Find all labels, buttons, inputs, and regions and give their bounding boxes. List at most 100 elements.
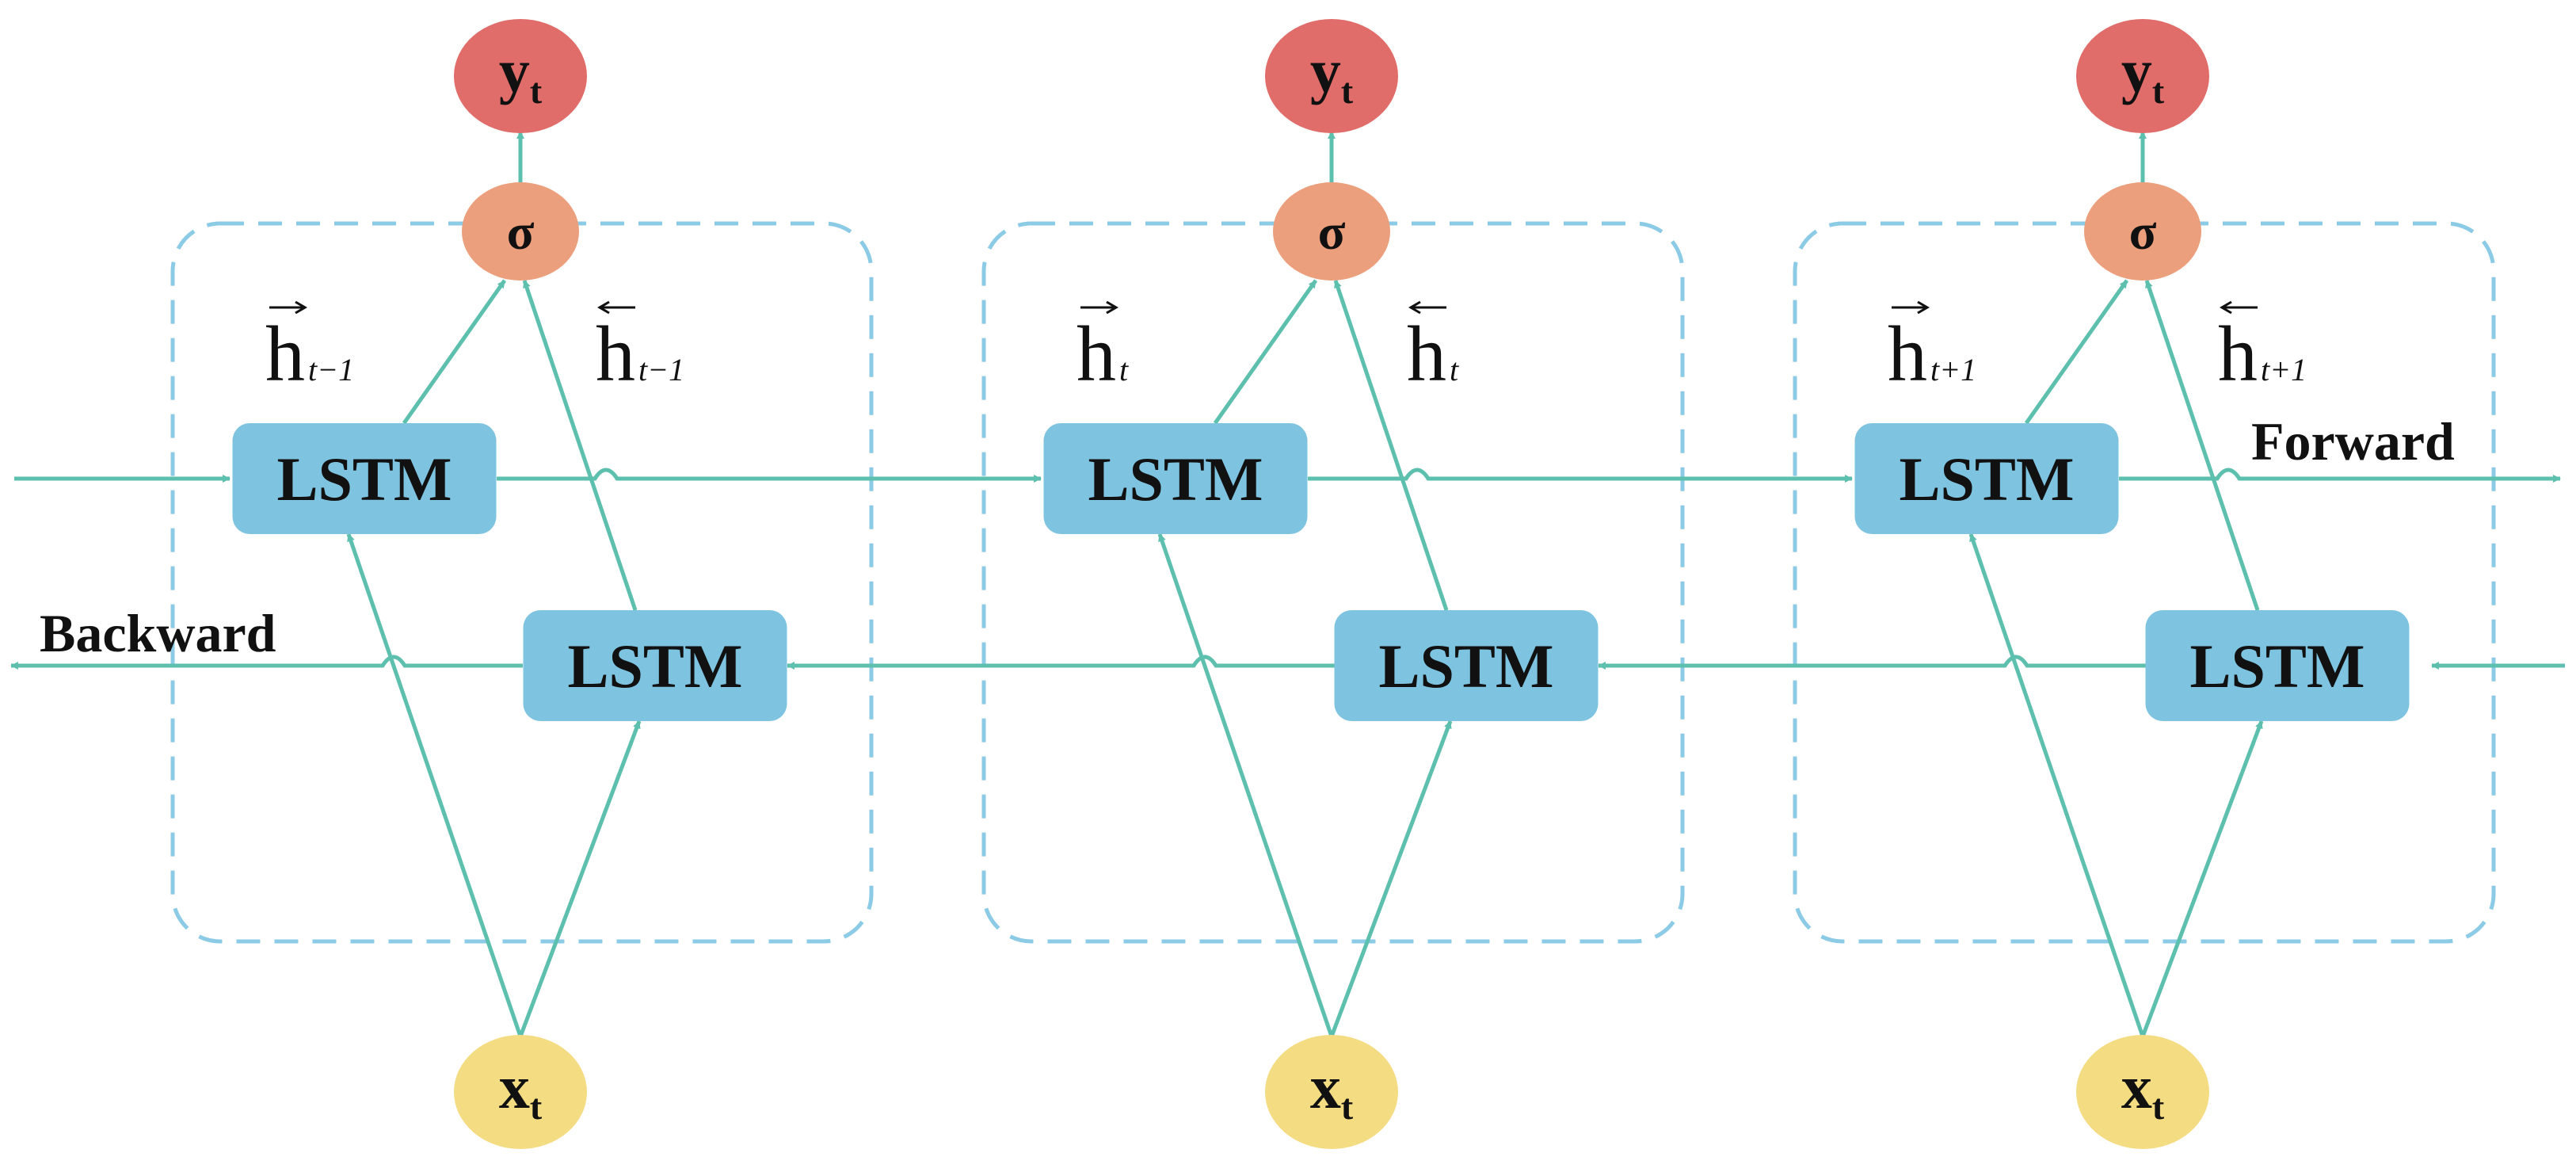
cell-3-forward-to-sigma-arrow [2024, 279, 2129, 425]
cell-1-sigma-node [462, 182, 579, 281]
forward-label: Forward [2251, 411, 2455, 471]
cell-2-forward-hidden-label-right-arrow-head [1106, 300, 1118, 315]
cell-1-output-label: yt [499, 36, 543, 111]
cell-3-boundary [1793, 221, 2496, 944]
cell-3-backward-hidden-label-left-arrow-head [2220, 300, 2232, 315]
cell-1-input-label-subscript: t [530, 1086, 543, 1127]
forward-link-1-2-arrow [497, 468, 1042, 483]
cell-2-backward-hidden-label-base: h [1407, 310, 1446, 398]
cell-3-input-to-forward-arrow [1968, 533, 2145, 1037]
backward-link-2-1-arrow [787, 655, 1357, 670]
cell-3-sigma-node [2084, 182, 2201, 281]
cell-3-backward-lstm-label: LSTM [2189, 632, 2365, 701]
cell-1-input-label-base: x [499, 1052, 530, 1121]
cell-3-backward-hidden-label-base: h [2218, 310, 2258, 398]
cell-2-input-label: xt [1310, 1052, 1354, 1127]
cell-3-forward-lstm-label: LSTM [1899, 445, 2074, 513]
cell-1-forward-hidden-label-base: h [265, 310, 305, 398]
backward-label: Backward [40, 603, 276, 663]
cell-2-input-label-base: x [1310, 1052, 1341, 1121]
cell-2-output-label-subscript: t [1341, 71, 1354, 111]
cell-1-backward-hidden-label-left-arrow-head [597, 300, 610, 315]
cell-1-input-to-backward-arrow [518, 720, 642, 1037]
cell-3-backward-hidden-label-subscript: t+1 [2261, 352, 2307, 387]
cell-2-output-label-base: y [1310, 36, 1341, 105]
cell-2-backward-to-sigma-arrow [1333, 280, 1449, 611]
cell-1-backward-lstm [523, 610, 787, 721]
cell-2-backward-hidden-label-subscript: t [1450, 352, 1459, 387]
cell-3-forward-hidden-label-base: h [1888, 310, 1927, 398]
cell-3-input-to-backward-arrow [2140, 720, 2264, 1037]
cell-2-output-label: yt [1310, 36, 1354, 111]
cell-3-output-node [2076, 19, 2209, 133]
cell-borders [170, 221, 2496, 944]
cell-3-output-label-subscript: t [2152, 71, 2165, 111]
cell-3-forward-hidden-label-subscript: t+1 [1930, 352, 1976, 387]
backward-link-3-2-arrow [1598, 655, 2168, 670]
cell-3-input-label-subscript: t [2152, 1086, 2165, 1127]
cell-1-input-to-forward-arrow [346, 533, 523, 1037]
cell-3-input-node [2076, 1035, 2209, 1149]
cell-3-input-label: xt [2121, 1052, 2165, 1127]
cell-1-output-label-base: y [499, 36, 530, 105]
cell-1-boundary [170, 221, 874, 944]
cell-1-output-label-subscript: t [530, 71, 543, 111]
cell-2-input-node [1265, 1035, 1398, 1149]
cell-1-forward-to-sigma-arrow [402, 279, 507, 425]
cell-2-input-to-forward-arrow [1157, 533, 1334, 1037]
cell-3-output-label-base: y [2121, 36, 2152, 105]
cell-1-input-node [454, 1035, 587, 1149]
cell-1-forward-lstm [232, 423, 497, 534]
cell-1-backward-hidden-label-subscript: t−1 [638, 352, 684, 387]
cell-1-backward-lstm-label: LSTM [567, 632, 742, 701]
cell-3-backward-lstm [2145, 610, 2410, 721]
cell-2-forward-hidden-label-base: h [1077, 310, 1116, 398]
cell-1-input-label: xt [499, 1052, 543, 1127]
cell-2-backward-lstm [1334, 610, 1599, 721]
cell-2-forward-hidden-label-subscript: t [1119, 352, 1129, 387]
cell-2-output-node [1265, 19, 1398, 133]
cell-3-forward-hidden-label-right-arrow-head [1917, 300, 1930, 315]
cell-1-forward-lstm-label: LSTM [276, 445, 452, 513]
cell-2-forward-lstm [1043, 423, 1308, 534]
cell-2-input-to-backward-arrow [1329, 720, 1453, 1037]
cell-1-forward-hidden-label-right-arrow-head [295, 300, 307, 315]
cell-3-backward-to-sigma-arrow [2144, 280, 2260, 611]
cell-2-boundary [981, 221, 1685, 944]
forward-output-arrow [2119, 468, 2561, 483]
cell-3-sigma-label: σ [2129, 204, 2157, 260]
cell-1-backward-hidden-label-base: h [596, 310, 635, 398]
cell-1-output-node [454, 19, 587, 133]
cell-2-backward-lstm-label: LSTM [1378, 632, 1553, 701]
cell-1-sigma-label: σ [507, 204, 535, 260]
backward-output-arrow [10, 655, 523, 670]
cell-1-forward-hidden-label-subscript: t−1 [308, 352, 354, 387]
cell-3-forward-lstm [1854, 423, 2119, 534]
cell-2-input-label-subscript: t [1341, 1086, 1354, 1127]
cell-1-backward-to-sigma-arrow [522, 280, 638, 611]
forward-link-2-3-arrow [1308, 468, 1853, 483]
cell-3-output-label: yt [2121, 36, 2165, 111]
cell-3-input-label-base: x [2121, 1052, 2152, 1121]
connections [10, 131, 2565, 1037]
cell-2-forward-lstm-label: LSTM [1088, 445, 1263, 513]
cell-2-forward-to-sigma-arrow [1213, 279, 1318, 425]
cell-2-sigma-label: σ [1318, 204, 1346, 260]
cell-2-backward-hidden-label-left-arrow-head [1408, 300, 1421, 315]
cell-2-sigma-node [1273, 182, 1390, 281]
